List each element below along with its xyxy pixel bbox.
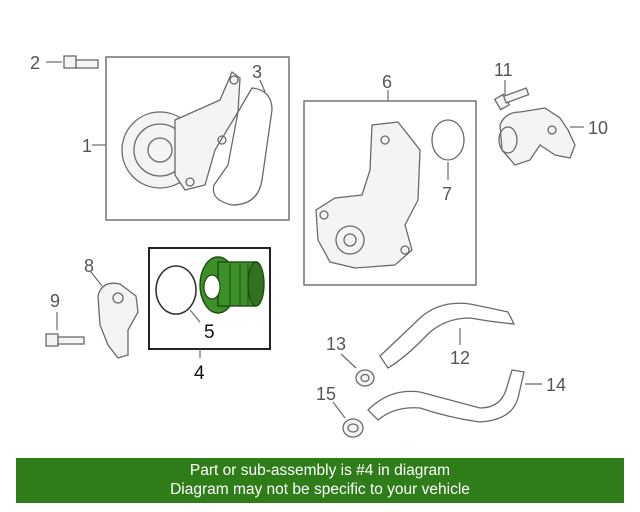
oring-7-part: [431, 119, 465, 161]
callout-2: 2: [30, 53, 40, 73]
callout-10: 10: [588, 118, 608, 138]
callout-15: 15: [316, 384, 336, 404]
thermostat-assembly-box: [148, 247, 271, 350]
banner-line-2: Diagram may not be specific to your vehi…: [170, 481, 470, 498]
bolt-11-part: [493, 87, 530, 111]
callout-8: 8: [84, 256, 94, 276]
water-pump-box: [105, 56, 290, 221]
bolt-9-part: [45, 333, 85, 347]
thermostat-housing-part: [315, 121, 421, 269]
parts-diagram: 2 1 3 6 7 11 10 8 9 5 4 13 12 14 15: [30, 53, 608, 438]
info-banner: Part or sub-assembly is #4 in diagram Di…: [16, 458, 624, 503]
callout-7: 7: [442, 184, 452, 204]
bolt-2-part: [63, 55, 99, 69]
callout-6: 6: [382, 72, 392, 92]
clamp-13-part: [355, 369, 375, 387]
callout-14: 14: [546, 375, 566, 395]
clamp-15-part: [342, 418, 364, 438]
thermostat-part: [199, 256, 265, 314]
callout-1: 1: [82, 136, 92, 156]
housing-box: [303, 100, 477, 286]
water-outlet-part: [498, 107, 576, 166]
callout-13: 13: [326, 334, 346, 354]
callout-5: 5: [204, 322, 215, 343]
hose-12-part: [379, 302, 516, 369]
callout-3: 3: [252, 62, 262, 82]
callout-12: 12: [450, 348, 470, 368]
callout-11: 11: [494, 60, 513, 80]
thermostat-cover-part: [97, 282, 139, 359]
callout-9: 9: [50, 291, 60, 311]
water-pump-part: [121, 70, 241, 191]
callout-4: 4: [194, 363, 205, 384]
pump-gasket-part: [212, 87, 273, 206]
leader-lines: [46, 61, 584, 419]
thermostat-gasket-part: [155, 265, 197, 315]
hose-14-part: [367, 369, 525, 423]
banner-line-1: Part or sub-assembly is #4 in diagram: [189, 462, 451, 479]
